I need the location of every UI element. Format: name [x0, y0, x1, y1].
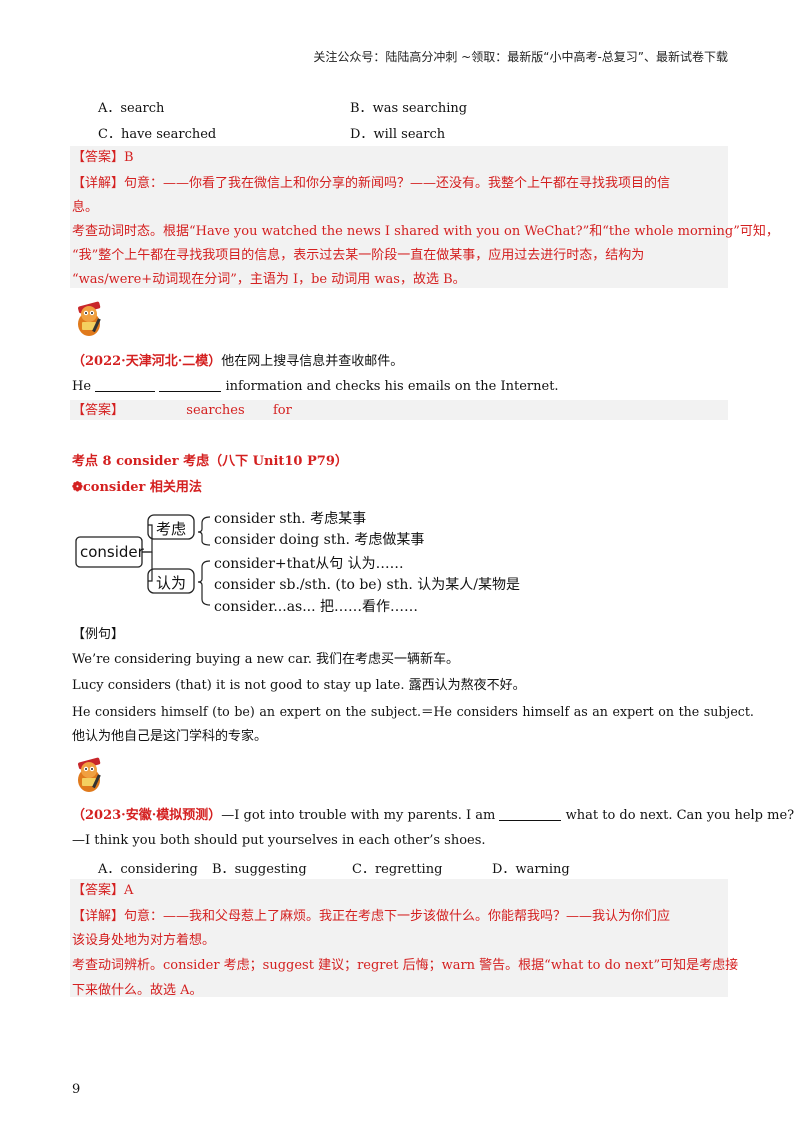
section-subtitle: ❁consider 相关用法 — [72, 480, 202, 495]
example-sentence: Lucy considers (that) it is not good to … — [72, 678, 526, 693]
option-b: B．suggesting — [212, 862, 307, 877]
answer-line: 【答案】B — [72, 150, 134, 165]
detail-line: “was/were+动词现在分词”，主语为 I，be 动词用 was，故选 B。 — [72, 272, 466, 287]
detail-line: 息。 — [72, 200, 99, 215]
answer-line: 【答案】A — [72, 883, 134, 898]
detail-line: 考查动词时态。根据“Have you watched the news I sh… — [72, 224, 779, 239]
blank-1[interactable] — [95, 379, 156, 392]
section-title: 考点 8 consider 考虑（八下 Unit10 P79） — [72, 454, 348, 469]
page-header: 关注公众号：陆陆高分冲刺 ~领取：最新版“小中高考-总复习”、最新试卷下载 — [313, 50, 728, 64]
answer-line: 【答案】 searches for — [72, 403, 292, 418]
answer-block — [70, 400, 728, 420]
option-a: A．considering — [98, 862, 198, 877]
example-label: 【例句】 — [72, 627, 125, 642]
question-3-stem: —I think you both should put yourselves … — [72, 833, 486, 848]
diagram-connectors — [75, 514, 211, 606]
question-3-stem: （2023·安徽·模拟预测）—I got into trouble with m… — [72, 808, 795, 823]
example-sentence: We’re considering buying a new car. 我们在考… — [72, 652, 460, 667]
answer-block — [70, 879, 728, 997]
answer-block — [70, 146, 728, 288]
page-number: 9 — [72, 1082, 81, 1097]
example-sentence: 他认为他自己是这门学科的专家。 — [72, 729, 268, 744]
detail-line: 【详解】句意：——你看了我在微信上和你分享的新闻吗？——还没有。我整个上午都在寻… — [72, 176, 671, 191]
diagram-item: consider doing sth. 考虑做某事 — [214, 532, 425, 548]
diagram-root: consider — [80, 543, 144, 561]
option-c: C．have searched — [98, 127, 217, 142]
consider-usage-diagram: consider 考虑 认为 consider sth. 考虑某事 consid… — [72, 505, 532, 617]
diagram-item: consider sth. 考虑某事 — [214, 511, 367, 527]
detail-line: 考查动词辨析。consider 考虑；suggest 建议；regret 后悔；… — [72, 958, 739, 973]
detail-line: 【详解】句意：——我和父母惹上了麻烦。我正在考虑下一步该做什么。你能帮我吗？——… — [72, 909, 671, 924]
diagram-branch-consider: 考虑 — [156, 520, 187, 538]
option-d: D．will search — [350, 127, 446, 142]
diagram-item: consider...as... 把……看作…… — [214, 599, 419, 615]
diagram-branch-think: 认为 — [156, 574, 187, 592]
option-b: B．was searching — [350, 101, 468, 116]
question-2-prompt: （2022·天津河北·二模）他在网上搜寻信息并查收邮件。 — [72, 354, 404, 369]
option-a: A．search — [98, 101, 165, 116]
option-c: C．regretting — [352, 862, 443, 877]
diagram-item: consider+that从句 认为…… — [214, 556, 404, 572]
blank-2[interactable] — [159, 379, 222, 392]
blank[interactable] — [499, 808, 562, 821]
example-sentence: He considers himself (to be) an expert o… — [72, 704, 754, 719]
detail-line: 下来做什么。故选 A。 — [72, 983, 203, 998]
mascot-icon — [78, 301, 101, 336]
detail-line: 该设身处地为对方着想。 — [72, 933, 216, 948]
detail-line: “我”整个上午都在寻找我项目的信息，表示过去某一阶段一直在做某事，应用过去进行时… — [72, 248, 645, 263]
question-2-sentence: He information and checks his emails on … — [72, 379, 559, 394]
mascot-icon — [78, 757, 101, 792]
diagram-item: consider sb./sth. (to be) sth. 认为某人/某物是 — [214, 577, 520, 593]
option-d: D．warning — [492, 862, 570, 877]
